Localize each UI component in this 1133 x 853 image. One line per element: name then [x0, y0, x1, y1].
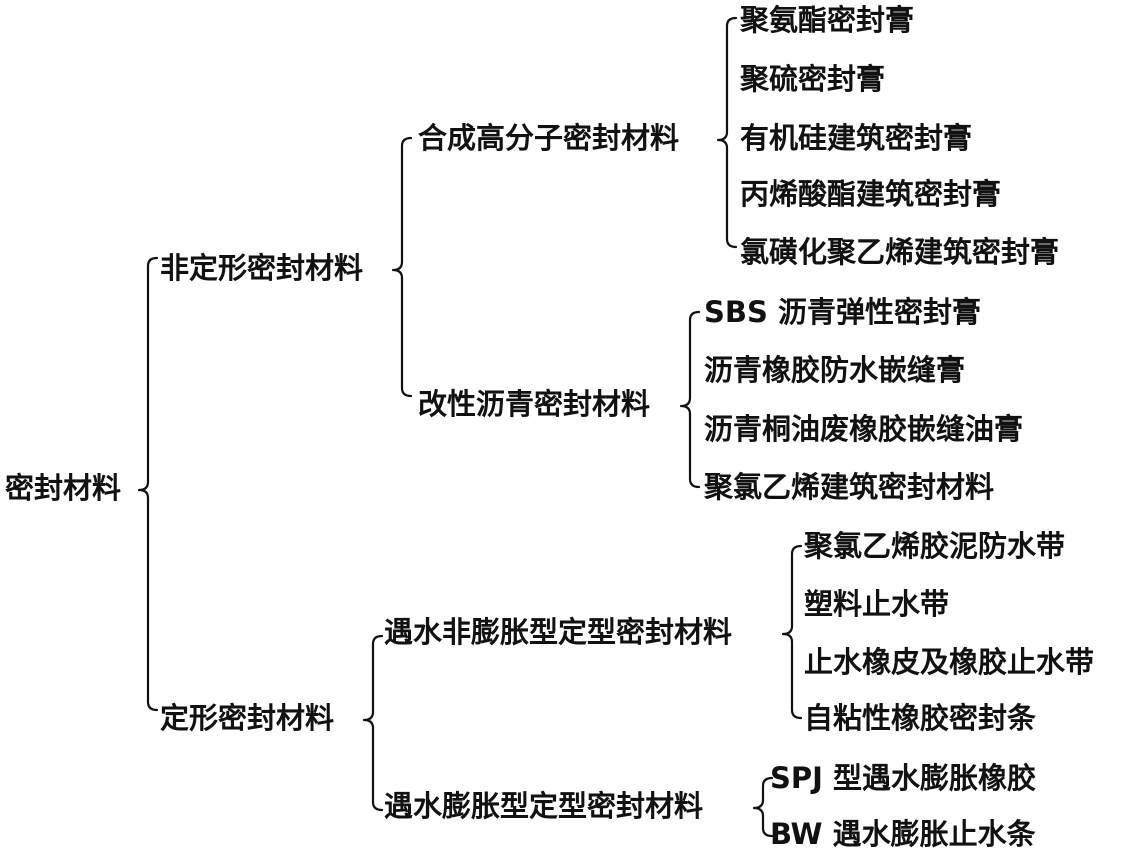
node-label: 聚氯乙烯建筑密封材料: [703, 470, 994, 504]
node-label: BW 遇水膨胀止水条: [770, 817, 1036, 851]
brace-connector: [716, 16, 738, 249]
node-label: 氯磺化聚乙烯建筑密封膏: [740, 235, 1059, 269]
node-label: 自粘性橡胶密封条: [804, 701, 1036, 735]
node-label: 止水橡皮及橡胶止水带: [804, 645, 1094, 679]
node-label: 密封材料: [5, 471, 121, 505]
brace-connector: [781, 544, 803, 720]
node-label: 改性沥青密封材料: [418, 387, 650, 421]
brace-connector: [391, 136, 413, 398]
node-label: 沥青桐油废橡胶嵌缝油膏: [704, 412, 1023, 446]
brace-connector: [137, 256, 159, 712]
node-label: SPJ 型遇水膨胀橡胶: [770, 761, 1036, 795]
node-label: 合成高分子密封材料: [418, 121, 679, 155]
node-label: 有机硅建筑密封膏: [740, 121, 972, 155]
node-label: 丙烯酸酯建筑密封膏: [740, 177, 1001, 211]
brace-connector: [752, 776, 774, 838]
node-label: 非定形密封材料: [160, 251, 363, 285]
node-label: 定形密封材料: [160, 701, 334, 735]
brace-connector: [362, 634, 384, 812]
brace-connector: [679, 310, 701, 489]
node-label: 聚硫密封膏: [739, 62, 885, 96]
node-label: 沥青橡胶防水嵌缝膏: [704, 353, 965, 387]
node-label: 遇水膨胀型定型密封材料: [384, 789, 703, 823]
node-label: SBS 沥青弹性密封膏: [704, 295, 981, 329]
node-label: 塑料止水带: [804, 587, 949, 621]
node-label: 聚氯乙烯胶泥防水带: [803, 529, 1065, 563]
node-label: 聚氨酯密封膏: [739, 3, 914, 37]
node-label: 遇水非膨胀型定型密封材料: [384, 615, 732, 649]
